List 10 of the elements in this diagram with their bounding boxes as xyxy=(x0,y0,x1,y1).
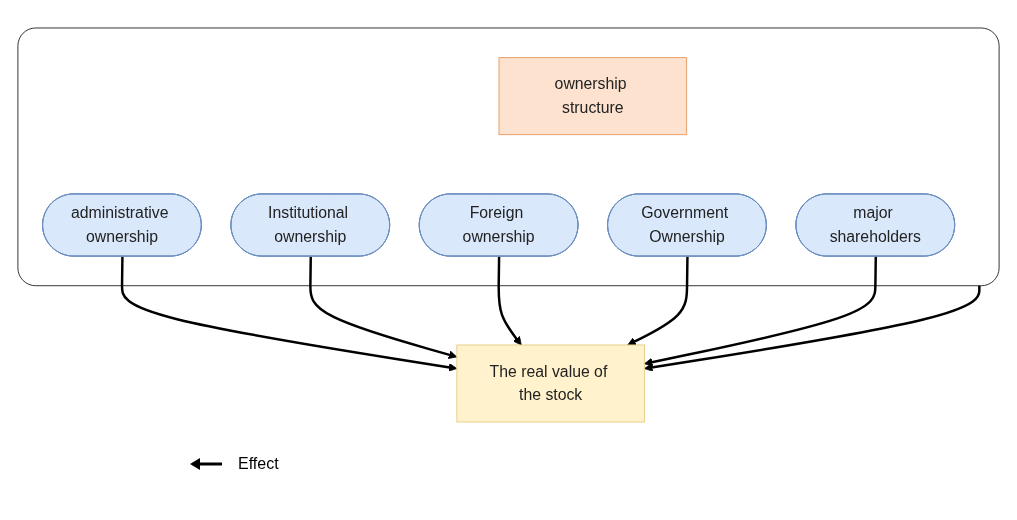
cluster xyxy=(17,27,1000,287)
legend-text: Effect xyxy=(238,455,279,473)
arrow xyxy=(627,256,689,346)
arrow xyxy=(644,285,981,372)
arrow xyxy=(120,256,458,372)
arrow xyxy=(644,256,878,367)
node-box: The real value of the stock xyxy=(456,344,645,423)
arrow xyxy=(309,256,458,359)
node-box: ownership structure xyxy=(498,57,688,136)
arrow xyxy=(497,256,522,346)
